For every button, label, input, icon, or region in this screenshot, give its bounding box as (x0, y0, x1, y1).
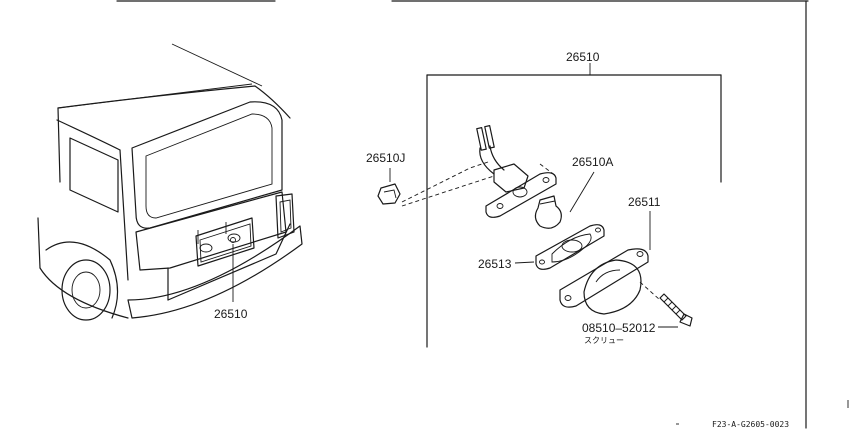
clip-label: 26510J (366, 151, 405, 165)
page-frame (116, 0, 849, 429)
gasket-label: 26513 (478, 257, 512, 271)
vehicle-callout-label: 26510 (214, 307, 248, 321)
bulb-label: 26510A (572, 155, 613, 169)
socket-part (476, 125, 557, 218)
screw-part-number: 08510–52012 (582, 321, 656, 335)
gasket-part (535, 224, 605, 270)
bulb-leader (569, 171, 595, 213)
lens-part (559, 248, 649, 315)
van-rear-illustration (37, 43, 303, 321)
screw-name-label: スクリュー (584, 336, 624, 345)
diagram-code: F23-A-G2605-0023 (712, 420, 789, 429)
assembly-bracket (426, 63, 722, 348)
lens-label: 26511 (628, 195, 661, 209)
screw-part (639, 281, 693, 327)
gasket-leader (514, 261, 535, 264)
assembly-label: 26510 (566, 50, 600, 64)
bulb-part (534, 195, 562, 229)
clip-part (377, 183, 401, 205)
clip-dash-line (401, 161, 489, 203)
